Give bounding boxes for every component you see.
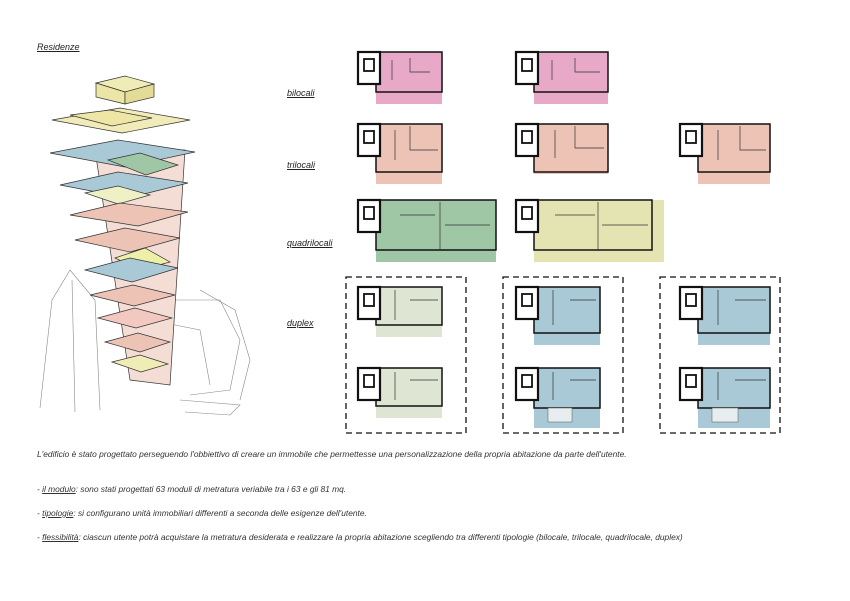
duplex-frames	[345, 276, 781, 434]
tipologie-text: : si configurano unità immobiliari diffe…	[73, 508, 367, 518]
modulo-text: : sono stati progettati 63 moduli di met…	[75, 484, 347, 494]
description-tipologie: - tipologie: si configurano unità immobi…	[37, 508, 367, 518]
flessibilita-text: : ciascun utente potrà acquistare la met…	[78, 532, 683, 542]
label-duplex: duplex	[287, 318, 314, 328]
page-title: Residenze	[37, 42, 80, 52]
flessibilita-label: flessibilità	[42, 532, 79, 542]
plan-duplex-1-upper	[356, 285, 443, 337]
label-bilocali: bilocali	[287, 88, 315, 98]
top-block	[94, 75, 156, 105]
plan-duplex-2-upper	[514, 285, 601, 345]
plan-trilocale-2	[514, 122, 609, 174]
floor-slabs	[49, 107, 196, 373]
plan-quadrilocale-2	[514, 198, 664, 262]
label-quadrilocali: quadrilocali	[287, 238, 333, 248]
description-modulo: - il modulo: sono stati progettati 63 mo…	[37, 484, 347, 494]
label-trilocali: trilocali	[287, 160, 316, 170]
plan-trilocale-3	[678, 122, 771, 184]
plan-bilocale-2	[514, 50, 609, 104]
modulo-label: il modulo	[42, 484, 76, 494]
plan-bilocale-1	[356, 50, 443, 104]
description-flessibilita: - flessibilità: ciascun utente potrà acq…	[37, 532, 683, 542]
plan-quadrilocale-1	[356, 198, 497, 262]
plan-duplex-2-lower	[514, 366, 601, 428]
plan-duplex-3-lower	[678, 366, 771, 428]
tipologie-label: tipologie	[42, 508, 74, 518]
plan-duplex-1-lower	[356, 366, 443, 418]
description-intro: L'edificio è stato progettato perseguend…	[37, 449, 627, 459]
plan-trilocale-1	[356, 122, 443, 184]
plan-duplex-3-upper	[678, 285, 771, 345]
